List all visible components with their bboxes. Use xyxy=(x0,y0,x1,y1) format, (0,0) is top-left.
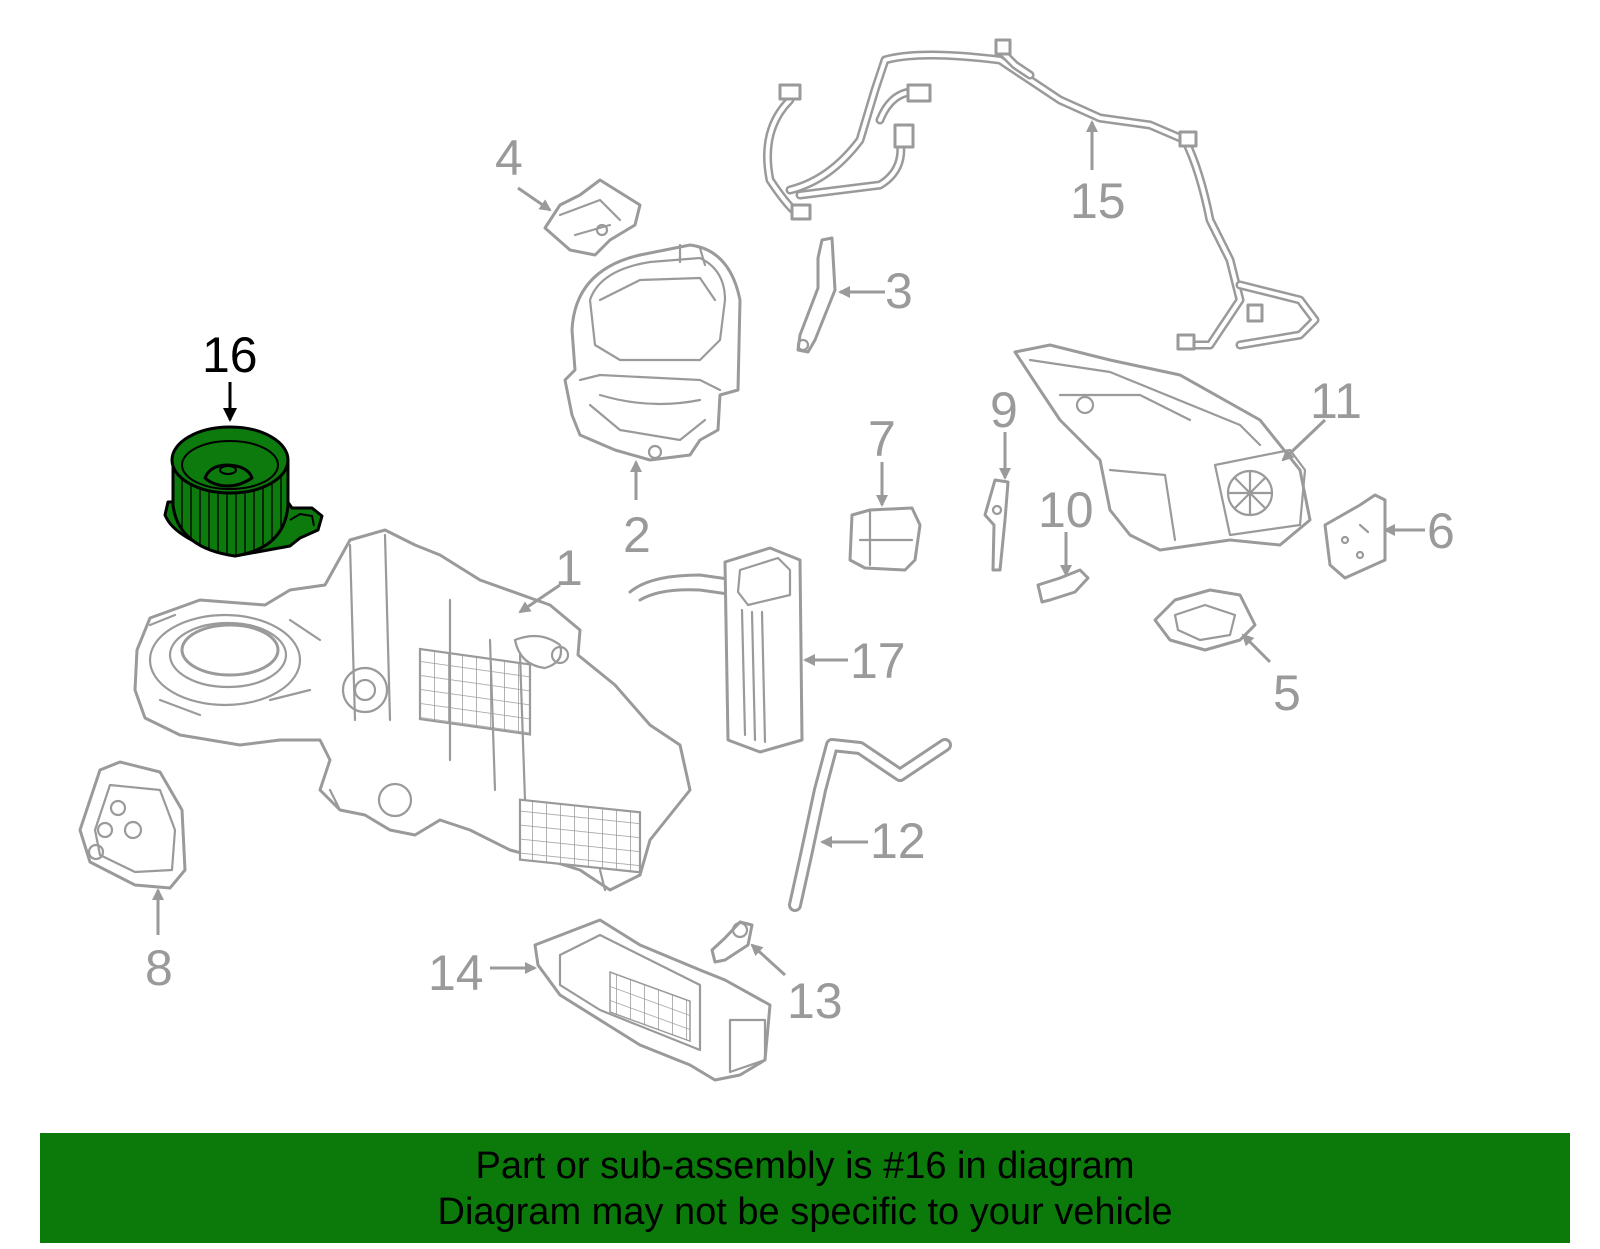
part-3-bracket[interactable] xyxy=(796,236,837,354)
part-9-bracket[interactable] xyxy=(983,478,1010,572)
leader-lines xyxy=(152,120,1425,977)
part-15-wiring-harness[interactable] xyxy=(763,38,1320,351)
part-5-actuator[interactable] xyxy=(1153,588,1257,652)
callout-1: 1 xyxy=(555,540,583,596)
parts-diagram: 1 2 3 4 5 6 7 8 9 10 11 12 13 14 15 16 1… xyxy=(78,38,1455,1082)
part-11-rear-housing[interactable] xyxy=(1013,343,1312,552)
part-12-hose[interactable] xyxy=(788,738,952,912)
callout-7: 7 xyxy=(868,411,896,467)
banner-line-2: Diagram may not be specific to your vehi… xyxy=(437,1191,1173,1233)
callout-9: 9 xyxy=(990,382,1018,438)
callout-2: 2 xyxy=(623,507,651,563)
callout-11: 11 xyxy=(1310,373,1362,429)
callout-16: 16 xyxy=(202,327,258,383)
callout-labels: 1 2 3 4 5 6 7 8 9 10 11 12 13 14 15 16 1… xyxy=(145,130,1455,1029)
part-7-module[interactable] xyxy=(848,506,922,572)
part-4-actuator[interactable] xyxy=(543,178,642,257)
callout-6: 6 xyxy=(1427,503,1455,559)
part-1-hvac-case[interactable] xyxy=(133,528,692,892)
info-banner: Part or sub-assembly is #16 in diagram D… xyxy=(40,1133,1570,1243)
part-17-heater-core[interactable] xyxy=(628,546,804,754)
callout-17: 17 xyxy=(850,633,906,689)
part-6-cover[interactable] xyxy=(1323,493,1387,580)
callout-13: 13 xyxy=(787,973,843,1029)
callout-8: 8 xyxy=(145,940,173,996)
banner-line-1: Part or sub-assembly is #16 in diagram xyxy=(475,1145,1135,1187)
callout-12: 12 xyxy=(870,813,926,869)
callout-4: 4 xyxy=(495,130,523,186)
callout-14: 14 xyxy=(428,945,484,1001)
callout-10: 10 xyxy=(1038,482,1094,538)
callout-15: 15 xyxy=(1070,173,1126,229)
callout-3: 3 xyxy=(885,263,913,319)
part-14-tray[interactable] xyxy=(533,918,772,1082)
part-10-clip[interactable] xyxy=(1036,568,1090,604)
part-2-blower-housing[interactable] xyxy=(563,243,742,462)
part-8-cover-plate[interactable] xyxy=(78,760,187,890)
part-16-blower-motor[interactable] xyxy=(163,425,324,558)
part-13-valve[interactable] xyxy=(710,920,754,964)
callout-5: 5 xyxy=(1273,665,1301,721)
